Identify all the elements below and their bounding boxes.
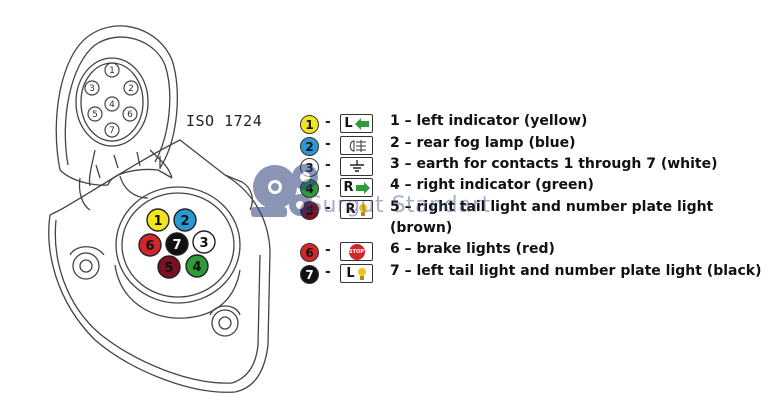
socket-pin-number: 6 <box>145 239 154 254</box>
function-symbol <box>340 136 373 155</box>
function-symbol: R <box>340 200 373 219</box>
fog-lamp-icon <box>346 139 368 152</box>
socket-pin-2: 2 <box>173 208 197 232</box>
socket-pin-7: 7 <box>165 232 189 256</box>
function-symbol: L <box>340 264 373 283</box>
pin-description: 7 – left tail light and number plate lig… <box>390 263 762 279</box>
pin-badge: 6 <box>300 243 319 262</box>
socket-pin-number: 7 <box>172 238 181 253</box>
cover-pin-label: 5 <box>92 110 98 120</box>
pin-description: 6 – brake lights (red) <box>390 241 555 257</box>
socket-pin-4: 4 <box>185 254 209 278</box>
socket-pin-number: 4 <box>192 260 201 275</box>
socket-pin-1: 1 <box>146 208 170 232</box>
bulb-icon <box>358 203 368 217</box>
green-arrow-left-icon <box>354 117 369 130</box>
function-symbol: R <box>340 178 373 197</box>
pin-badge: 7 <box>300 265 319 284</box>
pin-badge: 2 <box>300 137 319 156</box>
separator-dash: - <box>325 114 331 130</box>
pin-description-line2: (brown) <box>390 220 453 236</box>
cover-pin-2 <box>123 80 139 96</box>
socket-pin-6: 6 <box>138 233 162 257</box>
side-letter: R <box>343 180 354 195</box>
function-symbol: L <box>340 114 373 133</box>
pin-description: 1 – left indicator (yellow) <box>390 113 588 129</box>
cover-pin-label: 2 <box>128 84 134 94</box>
separator-dash: - <box>325 242 331 258</box>
socket-pin-number: 3 <box>199 236 208 251</box>
pin-description: 2 – rear fog lamp (blue) <box>390 135 576 151</box>
cover-pin-4 <box>104 96 120 112</box>
side-letter: L <box>346 266 355 281</box>
function-symbol: STOP <box>340 242 373 261</box>
cover-pin-6 <box>122 106 138 122</box>
green-arrow-right-icon <box>355 181 370 194</box>
cover-pin-label: 3 <box>89 84 95 94</box>
cover-pin-label: 1 <box>109 66 115 76</box>
separator-dash: - <box>325 200 331 216</box>
socket-pin-number: 1 <box>153 214 162 229</box>
separator-dash: - <box>325 178 331 194</box>
stop-sign-icon: STOP <box>348 243 365 260</box>
cover-pin-label: 4 <box>109 100 115 110</box>
socket-pin-number: 2 <box>180 214 189 229</box>
side-letter: L <box>344 116 353 131</box>
cover-pin-label: 7 <box>109 126 115 136</box>
iso-standard-label: ISO 1724 <box>186 112 263 130</box>
socket-pin-5: 5 <box>157 255 181 279</box>
cover-pin-7 <box>104 122 120 138</box>
pin-description: 3 – earth for contacts 1 through 7 (whit… <box>390 156 718 172</box>
separator-dash: - <box>325 264 331 280</box>
cover-pin-5 <box>87 106 103 122</box>
pin-description: 4 – right indicator (green) <box>390 177 594 193</box>
cover-pin-label: 6 <box>127 110 133 120</box>
cover-pin-3 <box>84 80 100 96</box>
function-symbol <box>340 157 373 176</box>
cover-pin-1 <box>104 62 120 78</box>
socket-pin-3: 3 <box>192 230 216 254</box>
earth-ground-icon <box>349 159 365 174</box>
bulb-icon <box>357 267 367 281</box>
pin-badge: 1 <box>300 115 319 134</box>
pin-badge: 3 <box>300 158 319 177</box>
pin-description: 5 – right tail light and number plate li… <box>390 199 714 215</box>
watermark-text: Surgut Standart <box>308 193 491 218</box>
side-letter: R <box>345 202 356 217</box>
separator-dash: - <box>325 136 331 152</box>
separator-dash: - <box>325 157 331 173</box>
socket-pin-number: 5 <box>164 261 173 276</box>
